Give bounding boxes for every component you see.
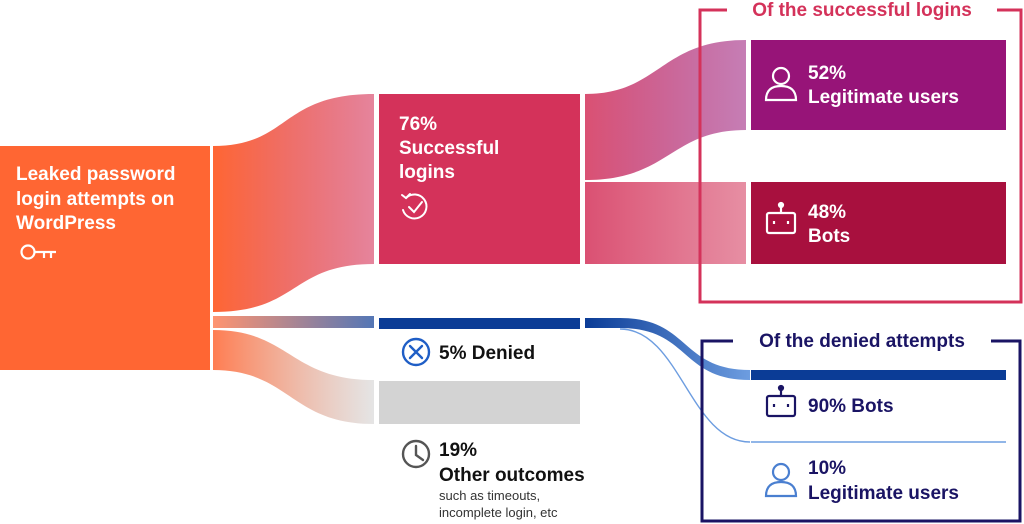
successful-bots-label-line-1: 48% bbox=[808, 202, 846, 223]
svg-text:10% Legitimate users: 10% Legitimate users bbox=[808, 458, 959, 504]
user-icon bbox=[764, 66, 798, 102]
denied-breakdown-title: Of the denied attempts bbox=[759, 331, 965, 352]
user-icon bbox=[764, 462, 798, 498]
denied-legitimate-label-line-2: Legitimate users bbox=[808, 483, 959, 504]
flow-successful-to-bots bbox=[585, 182, 746, 264]
other-label-line-1: 19% bbox=[439, 440, 477, 461]
successful-breakdown-title: Of the successful logins bbox=[752, 0, 972, 21]
flow-source-to-successful bbox=[213, 94, 374, 312]
svg-text:19% Other outcomes: 19% Other outcomes bbox=[439, 440, 585, 486]
successful-legitimate-label-line-2: Legitimate users bbox=[808, 87, 959, 108]
other-node bbox=[379, 381, 580, 424]
denied-legitimate-label-line-1: 10% bbox=[808, 458, 846, 479]
successful-label-line-1: 76% bbox=[399, 114, 437, 135]
denied-bots-label: 90% Bots bbox=[808, 396, 894, 417]
flow-successful-to-legitimate bbox=[585, 40, 746, 180]
other-label-line-2: Other outcomes bbox=[439, 465, 585, 486]
other-note-line-2: incomplete login, etc bbox=[439, 505, 558, 520]
flow-source-to-other bbox=[213, 330, 374, 424]
robot-icon bbox=[765, 201, 797, 235]
svg-text:Leaked password login atte: Leaked password login attempts on WordPr… bbox=[16, 164, 181, 234]
flow-denied-to-legitimate bbox=[619, 328, 751, 443]
robot-icon bbox=[765, 384, 797, 418]
other-note-line-1: such as timeouts, bbox=[439, 488, 540, 503]
svg-text:such as timeouts, incomple: such as timeouts, incomplete login, etc bbox=[439, 488, 558, 520]
source-label-line-1: Leaked password bbox=[16, 164, 175, 185]
svg-text:48% Bots: 48% Bots bbox=[808, 202, 851, 247]
svg-text:76% Successful logins: 76% Successful logins bbox=[399, 114, 505, 183]
successful-legitimate-node bbox=[751, 40, 1006, 130]
check-refresh-icon bbox=[401, 193, 428, 220]
denied-label: 5% Denied bbox=[439, 343, 535, 364]
key-icon bbox=[20, 244, 56, 260]
flow-source-to-denied bbox=[213, 316, 374, 328]
successful-label-line-3: logins bbox=[399, 162, 455, 183]
source-label-line-3: WordPress bbox=[16, 213, 116, 234]
source-label-line-2: login attempts on bbox=[16, 189, 174, 210]
successful-label-line-2: Successful bbox=[399, 138, 499, 159]
successful-bots-node bbox=[751, 182, 1006, 264]
successful-legitimate-label-line-1: 52% bbox=[808, 63, 846, 84]
successful-node bbox=[379, 94, 580, 264]
flow-denied-to-bots bbox=[585, 318, 750, 380]
source-node bbox=[0, 146, 210, 370]
denied-node bbox=[379, 318, 580, 329]
clock-icon bbox=[401, 439, 431, 469]
svg-text:52% Legitimate users: 52% Legitimate users bbox=[808, 63, 959, 108]
denied-bots-node bbox=[751, 370, 1006, 380]
circle-x-icon bbox=[401, 337, 431, 367]
successful-bots-label-line-2: Bots bbox=[808, 226, 850, 247]
